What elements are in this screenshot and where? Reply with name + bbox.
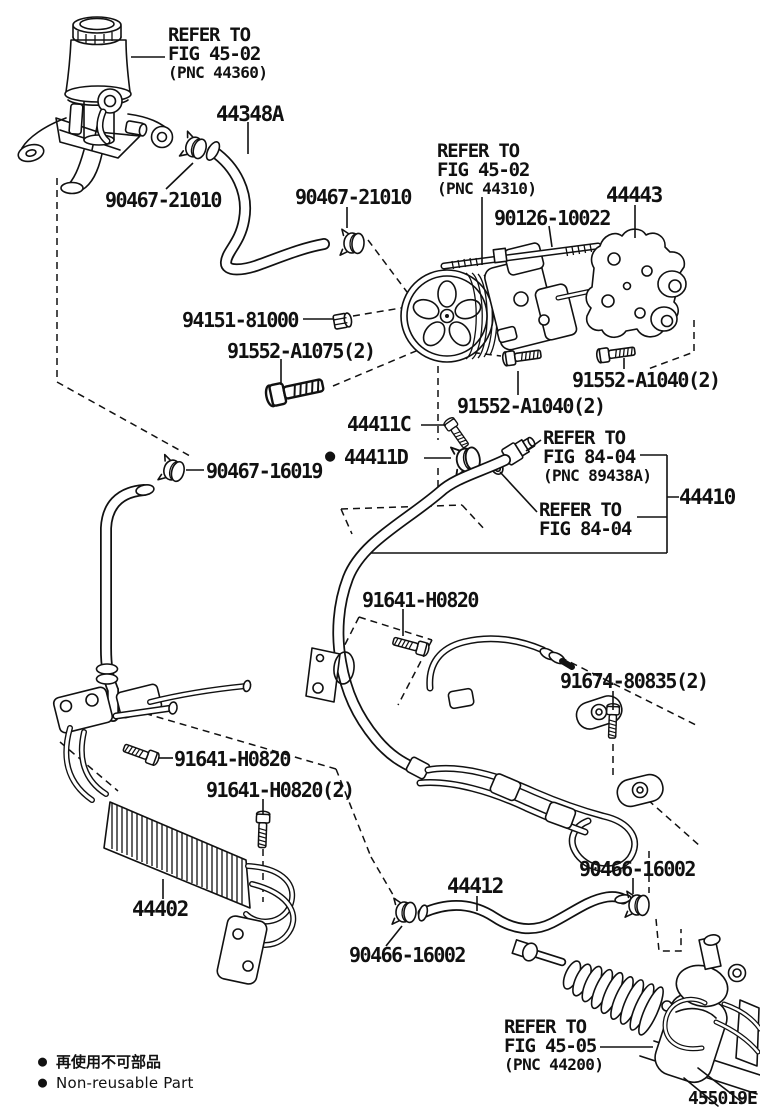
part-label-44402: 44402 (132, 897, 189, 921)
ref-pnc: (PNC 89438A) (543, 466, 652, 485)
nut-icon (332, 311, 354, 331)
part-label-44410: 44410 (679, 485, 736, 509)
ref-line: FIG 84-04 (543, 446, 636, 468)
part-label-90126-10022: 90126-10022 (494, 206, 611, 230)
part-label-90466-16002-right: 90466-16002 (579, 857, 696, 881)
ref-line: FIG 45-02 (437, 159, 530, 181)
ref-line: FIG 45-05 (504, 1035, 597, 1057)
bolt-icon (595, 343, 637, 365)
part-label-44411c: 44411C (347, 412, 412, 436)
hose-clamp-icon (178, 130, 211, 164)
legend-row-en: ● Non-reusable Part (38, 1072, 194, 1093)
bolt-icon (121, 740, 162, 767)
bolt-icon (390, 633, 431, 658)
ref-line: FIG 45-02 (168, 43, 261, 65)
hose-clamp-icon (339, 228, 366, 258)
part-label-44443: 44443 (606, 183, 663, 207)
non-reusable-bullet-icon: ● (38, 1073, 48, 1091)
non-reusable-bullet-icon: ● (325, 446, 336, 466)
part-label-91641-h0820-left: 91641-H0820 (174, 747, 291, 771)
part-label-44348a: 44348A (216, 102, 284, 126)
pressure-tube-44410-drawing (305, 454, 664, 873)
part-label-91552-a1040-center: 91552-A1040(2) (457, 394, 606, 418)
ref-note-union: REFER TO FIG 84-04 (PNC 89438A) (543, 427, 652, 485)
legend-text-jp: 再使用不可部品 (56, 1053, 162, 1071)
ref-note-pump: REFER TO FIG 45-02 (PNC 44310) (437, 140, 537, 198)
leader-lines (131, 56, 679, 1048)
bolt-icon (263, 373, 326, 409)
part-label-91552-a1075: 91552-A1075(2) (227, 339, 376, 363)
ref-note-rack: REFER TO FIG 45-05 (PNC 44200) (504, 1016, 604, 1074)
hose-clamp-icon (157, 453, 188, 487)
legend-row-jp: ● 再使用不可部品 (38, 1051, 194, 1072)
ref-line: REFER TO (168, 24, 251, 46)
part-label-44412: 44412 (447, 874, 504, 898)
part-label-91674-80835: 91674-80835(2) (560, 669, 709, 693)
non-reusable-bullet-icon: ● (38, 1052, 48, 1070)
reservoir-drawing (17, 16, 174, 195)
part-label-91641-h0820-mid: 91641-H0820 (362, 588, 479, 612)
part-label-90467-16019: 90467-16019 (206, 459, 323, 483)
ref-line: FIG 84-04 (539, 518, 632, 540)
hose-clamp-icon (391, 897, 418, 927)
part-label-94151-81000: 94151-81000 (182, 308, 299, 332)
steering-rack-drawing (511, 934, 760, 1107)
part-label-90467-21010-right: 90467-21010 (295, 185, 412, 209)
ref-line: REFER TO (504, 1016, 587, 1038)
hose-44348a-drawing (178, 130, 366, 276)
ref-line: REFER TO (543, 427, 626, 449)
return-hose-drawing (95, 453, 188, 722)
part-label-91641-h0820-pair: 91641-H0820(2) (206, 778, 355, 802)
part-label-91552-a1040-right: 91552-A1040(2) (572, 368, 721, 392)
ref-pnc: (PNC 44200) (504, 1055, 604, 1074)
bolt-icon (254, 810, 271, 849)
ref-pnc: (PNC 44360) (168, 63, 268, 82)
figure-code: 455019E (688, 1088, 758, 1109)
cooler-44402-drawing (52, 679, 297, 985)
ref-line: REFER TO (437, 140, 520, 162)
pump-drawing (400, 228, 687, 363)
ref-note-oring: REFER TO FIG 84-04 (539, 499, 632, 540)
part-label-90467-21010-left: 90467-21010 (105, 188, 222, 212)
ref-line: REFER TO (539, 499, 622, 521)
legend-text-en: Non-reusable Part (56, 1073, 194, 1092)
screw-icon (441, 415, 472, 451)
ref-note-reservoir: REFER TO FIG 45-02 (PNC 44360) (168, 24, 268, 82)
ref-pnc: (PNC 44310) (437, 179, 537, 198)
part-label-44411d: 44411D (344, 445, 409, 469)
part-label-90466-16002-left: 90466-16002 (349, 943, 466, 967)
hose-44412-drawing (391, 890, 651, 935)
legend: ● 再使用不可部品 ● Non-reusable Part (38, 1051, 194, 1093)
